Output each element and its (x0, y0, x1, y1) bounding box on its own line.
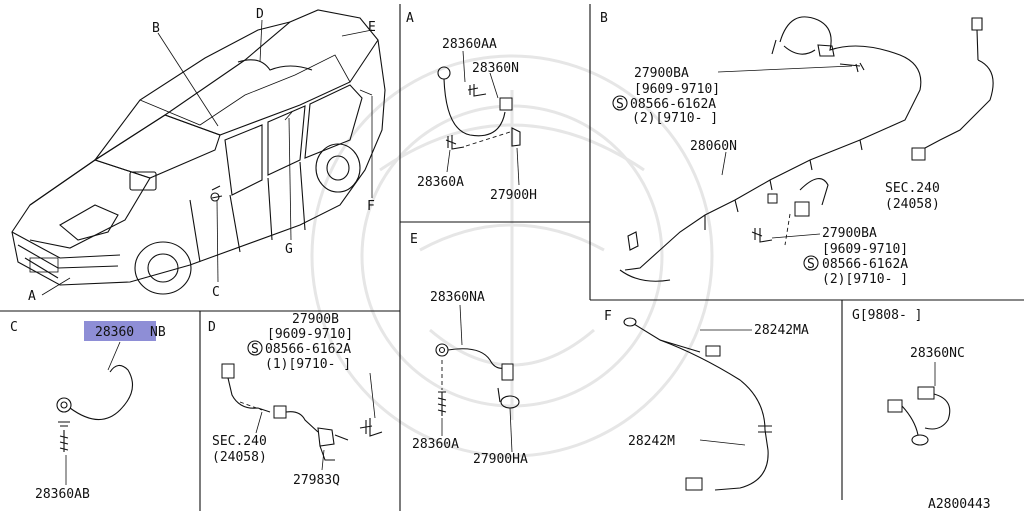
part-28242ma[interactable]: 28242MA (754, 323, 809, 338)
part-28360nc[interactable]: 28360NC (910, 346, 965, 361)
panel-f-letter: F (604, 309, 612, 324)
part-28360nb-suffix[interactable]: NB (150, 325, 166, 340)
diagram-id: A2800443 (928, 497, 991, 511)
part-08566-6162a-d[interactable]: 08566-6162A (265, 342, 351, 357)
panel-d-drawing (221, 363, 383, 471)
ref-24058-d: (24058) (212, 450, 267, 465)
ref-24058-b: (24058) (885, 197, 940, 212)
qty-d: (1)[9710- ] (265, 357, 351, 372)
s-symbol-b-bottom: S (803, 255, 819, 272)
sec-240-b[interactable]: SEC.240 (885, 181, 940, 196)
part-27900h[interactable]: 27900H (490, 188, 537, 203)
part-27900ba-bottom[interactable]: 27900BA (822, 226, 877, 241)
panel-g-letter: G[9808- ] (852, 308, 922, 323)
date-range-b-bottom: [9609-9710] (822, 242, 908, 257)
part-27900ba-top[interactable]: 27900BA (634, 66, 689, 81)
callout-b: B (152, 21, 160, 36)
s-symbol-d: S (247, 340, 263, 357)
part-28360na[interactable]: 28360NA (430, 290, 485, 305)
panel-e-letter: E (410, 232, 418, 247)
part-28242m[interactable]: 28242M (628, 434, 675, 449)
callout-e: E (368, 20, 376, 35)
panel-b-letter: B (600, 11, 608, 26)
sec-240-d[interactable]: SEC.240 (212, 434, 267, 449)
part-28060n[interactable]: 28060N (690, 139, 737, 154)
panel-c-drawing (56, 341, 134, 485)
date-range-b-top: [9609-9710] (634, 82, 720, 97)
date-range-d: [9609-9710] (267, 327, 353, 342)
panel-a-letter: A (406, 11, 414, 26)
qty-b-top: (2)[9710- ] (632, 111, 718, 126)
callout-d: D (256, 7, 264, 22)
svg-text:S: S (251, 342, 259, 357)
part-27900b[interactable]: 27900B (292, 312, 339, 327)
selected-part-highlight (84, 321, 156, 341)
qty-b-bottom: (2)[9710- ] (822, 272, 908, 287)
panel-a-drawing (437, 50, 521, 186)
part-28360ab[interactable]: 28360AB (35, 487, 90, 502)
svg-text:S: S (616, 97, 624, 112)
callout-a: A (28, 289, 36, 304)
part-28360a[interactable]: 28360A (417, 175, 464, 190)
part-28360a-e[interactable]: 28360A (412, 437, 459, 452)
part-28360n[interactable]: 28360N (472, 61, 519, 76)
part-27900ha[interactable]: 27900HA (473, 452, 528, 467)
vehicle-overview (11, 9, 386, 296)
panel-e-drawing (435, 304, 520, 453)
part-28360nb-prefix[interactable]: 28360 (95, 325, 134, 340)
part-08566-6162a-top[interactable]: 08566-6162A (630, 97, 716, 112)
callout-c: C (212, 285, 220, 300)
panel-c-letter: C (10, 320, 18, 335)
s-symbol-b-top: S (612, 95, 628, 112)
panel-grid (0, 4, 1024, 511)
part-28360aa[interactable]: 28360AA (442, 37, 497, 52)
panel-g-drawing (887, 362, 951, 446)
panel-f-drawing (623, 317, 772, 491)
svg-text:S: S (807, 257, 815, 272)
panel-d-letter: D (208, 320, 216, 335)
callout-g: G (285, 242, 293, 257)
panel-b-drawing (619, 16, 994, 282)
callout-f: F (367, 199, 375, 214)
part-27983q[interactable]: 27983Q (293, 473, 340, 488)
part-08566-6162a-bottom[interactable]: 08566-6162A (822, 257, 908, 272)
